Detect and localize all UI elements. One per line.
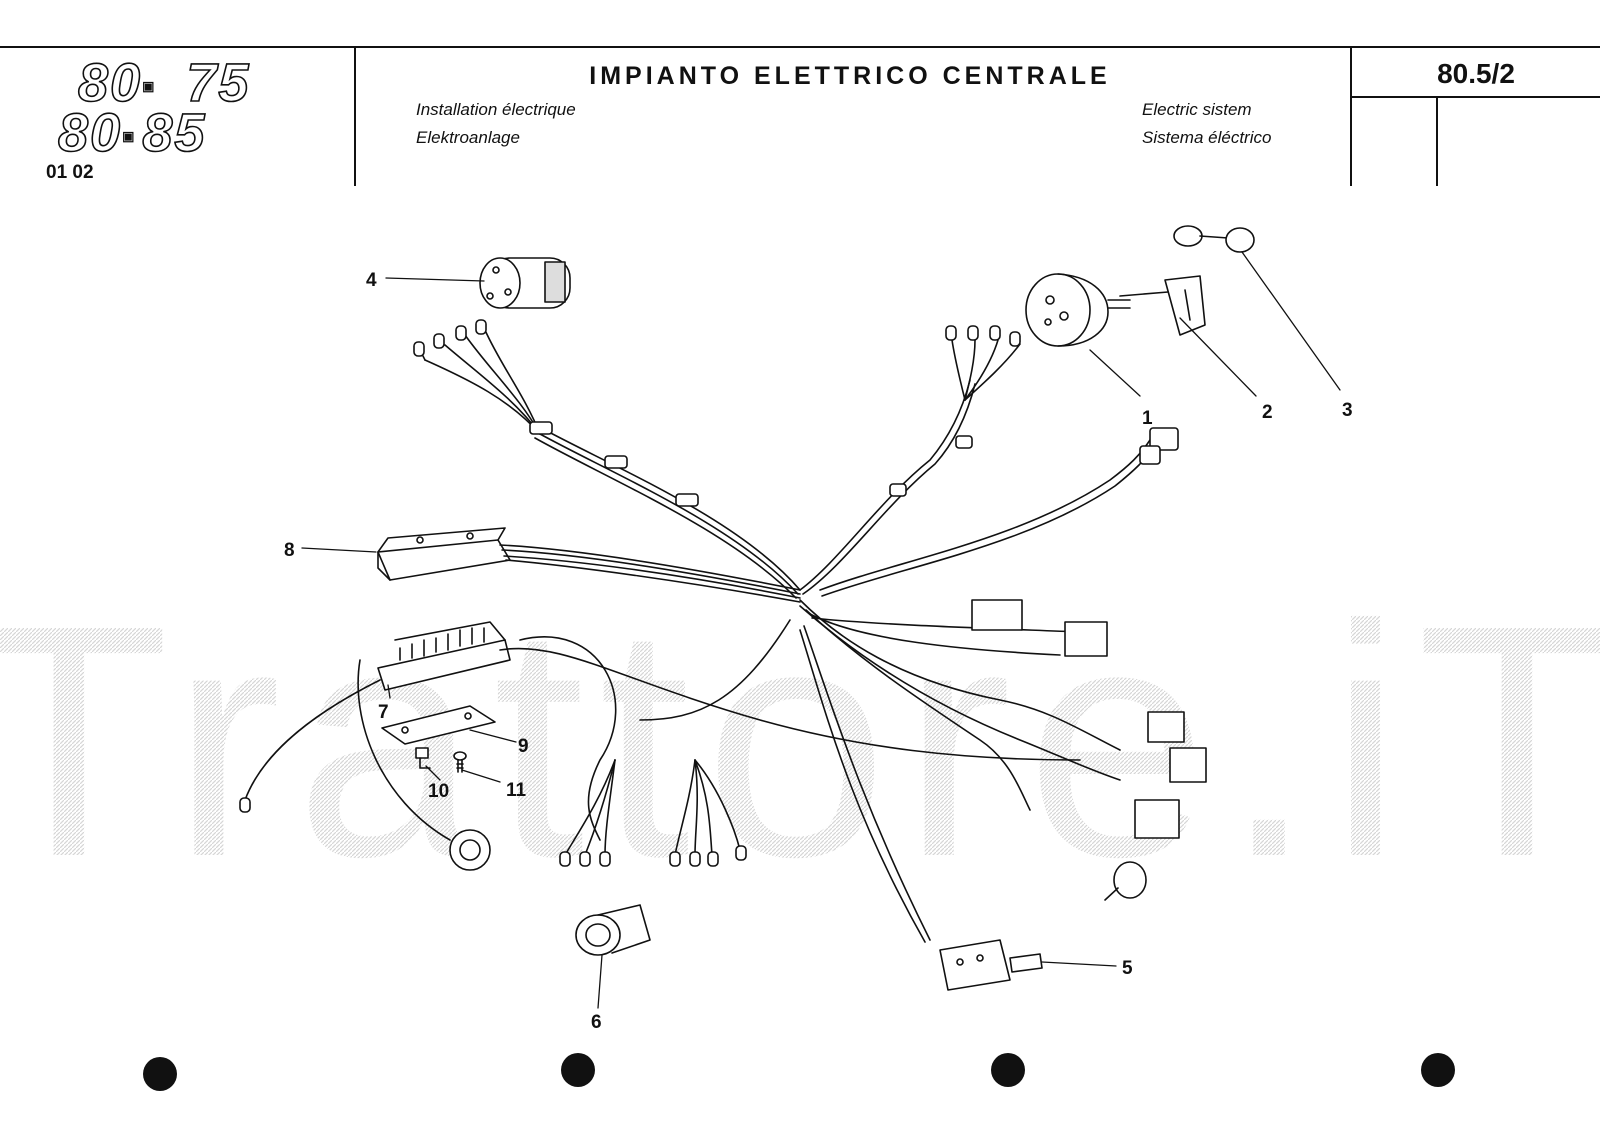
watermark-text: Trattore.iT (0, 556, 1600, 925)
part-2-key (1119, 275, 1206, 336)
subtitle-german: Elektroanlage (416, 128, 520, 147)
model-logo-main: 80 (57, 103, 123, 163)
callout-4: 4 (366, 270, 377, 291)
part-6-pushbutton (575, 904, 651, 956)
header-top-rule (0, 46, 1600, 48)
page-header: 80▣75 80▣85 01 02 IMPIANTO ELETTRICO CEN… (0, 0, 1600, 190)
reference-box-divider (1436, 96, 1438, 186)
right-connectors (971, 599, 1207, 901)
header-divider-left (354, 46, 356, 186)
callout-labels: 1 2 3 4 5 6 7 8 9 10 11 (284, 270, 1353, 1033)
callout-9: 9 (518, 736, 529, 757)
part-10-clip (415, 747, 431, 769)
model-logo-80-85: 80▣ 85 (57, 103, 207, 164)
model-logo-main: 80 (77, 53, 143, 113)
part-8-cover (377, 527, 511, 581)
binder-hole (143, 1057, 177, 1091)
header-divider-right (1350, 46, 1352, 186)
part-9-plate (381, 705, 496, 745)
subtitle-spanish: Sistema éléctrico (1142, 128, 1272, 147)
callout-2: 2 (1262, 402, 1273, 423)
subtitle-french: Installation électrique (416, 100, 576, 119)
callout-11: 11 (506, 780, 527, 801)
part-11-screw (453, 751, 467, 773)
part-3-small-key (1173, 225, 1255, 253)
model-logo-80-75: 80▣ 75 (77, 53, 251, 114)
binder-hole (1421, 1053, 1455, 1087)
binder-hole (561, 1053, 595, 1087)
callout-10: 10 (428, 781, 449, 802)
part-5-switch (939, 939, 1043, 991)
right-fan-terminals (889, 325, 1021, 497)
reference-box-rule (1350, 96, 1600, 98)
part-7-fuse-box (377, 621, 511, 691)
part-4-connector (479, 257, 571, 309)
lower-left-terminals (239, 659, 747, 871)
page-title: IMPIANTO ELETTRICO CENTRALE (589, 62, 1111, 90)
model-logo-number: 85 (142, 103, 207, 163)
callout-7: 7 (378, 702, 389, 723)
binder-hole (991, 1053, 1025, 1087)
reference-number: 80.5/2 (1437, 58, 1515, 89)
callout-6: 6 (591, 1012, 602, 1033)
page-code: 01 02 (46, 162, 94, 183)
callout-3: 3 (1342, 400, 1353, 421)
leader-lines (301, 251, 1341, 1009)
main-harness-trunk (499, 379, 1156, 943)
part-1-ignition-switch (1025, 273, 1131, 347)
left-fan-terminals (413, 319, 699, 507)
upper-right-connector (1139, 427, 1179, 465)
model-logo-number: 75 (186, 53, 251, 113)
subtitle-english: Electric sistem (1142, 100, 1252, 119)
callout-8: 8 (284, 540, 295, 561)
callout-5: 5 (1122, 958, 1133, 979)
callout-1: 1 (1142, 408, 1153, 429)
model-logo-badge: ▣ (122, 128, 137, 144)
model-logo-badge: ▣ (142, 78, 157, 94)
